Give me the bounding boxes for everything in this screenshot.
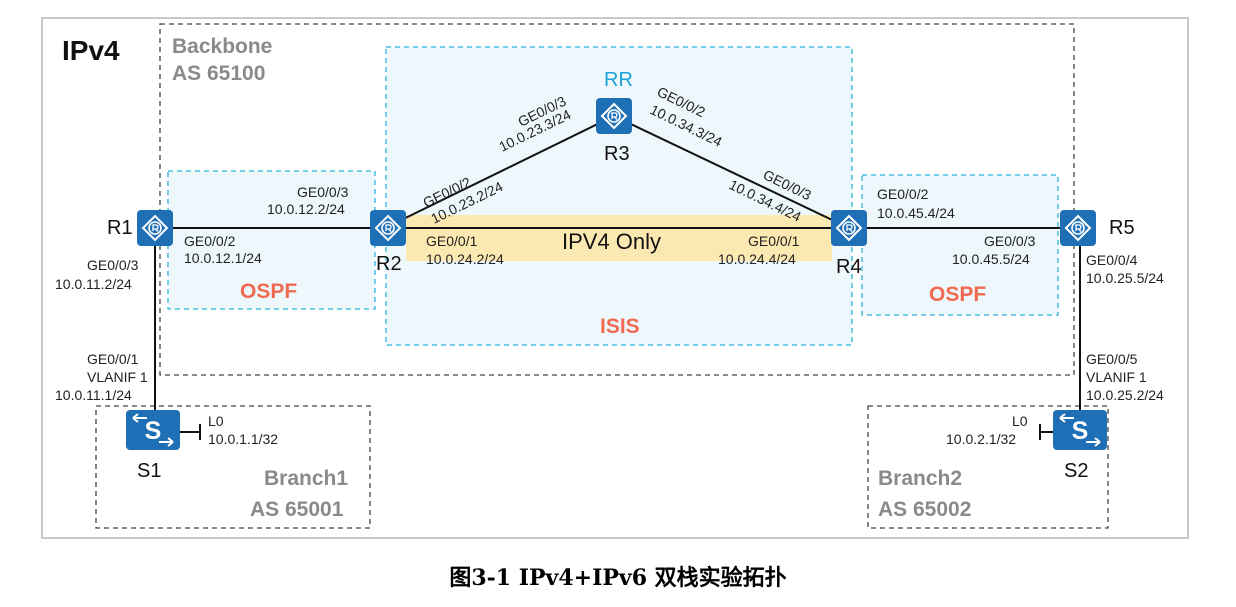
s1-loopback-stub — [180, 424, 201, 440]
branch2-area — [867, 405, 1109, 529]
r4-ip-to-r2: 10.0.24.4/24 — [718, 251, 796, 267]
isis-area — [385, 46, 853, 346]
isis-label: ISIS — [600, 315, 640, 338]
backbone-area — [159, 23, 1075, 376]
r2-port-to-r1: GE0/0/3 — [297, 184, 349, 200]
r4-port-to-r5: GE0/0/2 — [877, 186, 929, 202]
ipv4-only-band — [406, 215, 832, 261]
ospf-left-label: OSPF — [240, 280, 297, 303]
branch1-as-label: AS 65001 — [250, 498, 344, 521]
s2-vlan-to-r5: VLANIF 1 — [1086, 369, 1147, 385]
ipv4-only-label: IPV4 Only — [562, 229, 661, 254]
s2-port-to-r5: GE0/0/5 — [1086, 351, 1138, 367]
r4-port-to-r2: GE0/0/1 — [748, 233, 800, 249]
s1-loopback-name: L0 — [208, 413, 224, 429]
branch1-area — [95, 405, 371, 529]
r4-ip-to-r5: 10.0.45.4/24 — [877, 205, 955, 221]
router-icon[interactable] — [136, 209, 174, 247]
branch2-label: Branch2 — [878, 467, 962, 490]
s1-vlan-to-r1: VLANIF 1 — [87, 369, 148, 385]
rr-label: RR — [604, 69, 633, 91]
link-r3-r4 — [613, 115, 850, 229]
backbone-as-label: AS 65100 — [172, 62, 265, 85]
r1-ip-to-s1: 10.0.11.2/24 — [55, 276, 132, 292]
r1-port-to-r2: GE0/0/2 — [184, 233, 236, 249]
s1-port-to-r1: GE0/0/1 — [87, 351, 139, 367]
r1-port-to-s1: GE0/0/3 — [87, 257, 139, 273]
ospf-left-area — [167, 170, 376, 310]
node-label-r5: R5 — [1109, 217, 1135, 239]
router-icon[interactable] — [830, 209, 868, 247]
node-label-s1: S1 — [137, 460, 161, 482]
link-r2-r3 — [384, 115, 615, 229]
node-label-s2: S2 — [1064, 460, 1088, 482]
diagram-title: IPv4 — [62, 35, 120, 66]
r5-port-to-r4: GE0/0/3 — [984, 233, 1036, 249]
s1-loopback-ip: 10.0.1.1/32 — [208, 431, 278, 447]
r5-ip-to-r4: 10.0.45.5/24 — [952, 251, 1030, 267]
r5-port-to-s2: GE0/0/4 — [1086, 252, 1138, 268]
r1-ip-to-r2: 10.0.12.1/24 — [184, 250, 262, 266]
r2-ip-to-r1: 10.0.12.2/24 — [267, 201, 345, 217]
figure-caption: 图3-1 IPv4+IPv6 双栈实验拓扑 — [449, 565, 787, 591]
switch-icon[interactable] — [1052, 409, 1108, 451]
backbone-label: Backbone — [172, 35, 272, 58]
router-icon[interactable] — [1059, 209, 1097, 247]
r2-port-to-r4: GE0/0/1 — [426, 233, 478, 249]
s2-loopback-name: L0 — [1012, 413, 1028, 429]
ospf-right-label: OSPF — [929, 283, 986, 306]
node-label-r3: R3 — [604, 143, 630, 165]
node-label-r4: R4 — [836, 256, 862, 278]
s1-ip-to-r1: 10.0.11.1/24 — [55, 387, 132, 403]
router-icon[interactable] — [369, 209, 407, 247]
r2-ip-to-r4: 10.0.24.2/24 — [426, 251, 504, 267]
node-label-r2: R2 — [376, 253, 402, 275]
router-icon[interactable] — [595, 97, 633, 135]
ospf-right-area — [861, 174, 1059, 316]
branch2-as-label: AS 65002 — [878, 498, 971, 521]
switch-icon[interactable] — [125, 409, 181, 451]
branch1-label: Branch1 — [264, 467, 348, 490]
s2-loopback-ip: 10.0.2.1/32 — [946, 431, 1016, 447]
s2-ip-to-r5: 10.0.25.2/24 — [1086, 387, 1164, 403]
node-label-r1: R1 — [107, 217, 133, 239]
r5-ip-to-s2: 10.0.25.5/24 — [1086, 270, 1164, 286]
